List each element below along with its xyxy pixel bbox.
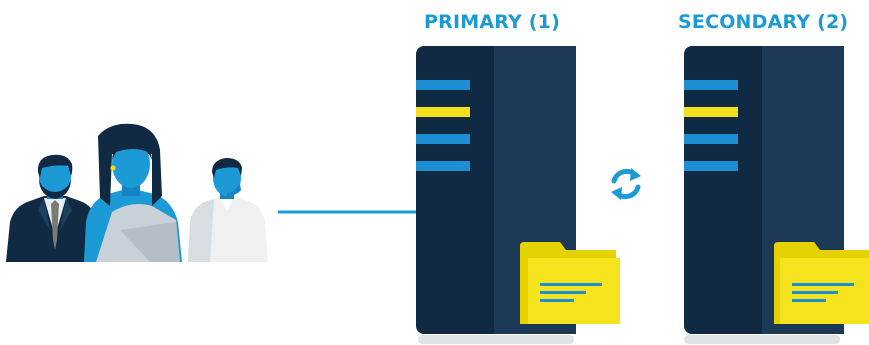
primary-server-label: PRIMARY (1) — [424, 11, 560, 33]
sync-icon — [611, 168, 641, 200]
folder-icon — [774, 242, 869, 324]
secondary-server — [684, 46, 869, 344]
user-man-left-icon — [6, 154, 100, 262]
primary-slot-1 — [416, 80, 470, 90]
users-group-icon — [6, 123, 268, 262]
primary-slot-2 — [416, 107, 470, 117]
primary-server-base — [418, 335, 574, 344]
secondary-server-label: SECONDARY (2) — [678, 11, 849, 33]
user-man-right-icon — [188, 158, 268, 262]
folder-icon — [520, 242, 620, 324]
secondary-slot-4 — [684, 161, 738, 171]
primary-slot-4 — [416, 161, 470, 171]
secondary-slot-3 — [684, 134, 738, 144]
primary-slot-3 — [416, 134, 470, 144]
user-woman-icon — [84, 123, 182, 262]
secondary-server-base — [684, 335, 840, 344]
secondary-slot-1 — [684, 80, 738, 90]
secondary-slot-2 — [684, 107, 738, 117]
primary-server — [416, 46, 620, 344]
